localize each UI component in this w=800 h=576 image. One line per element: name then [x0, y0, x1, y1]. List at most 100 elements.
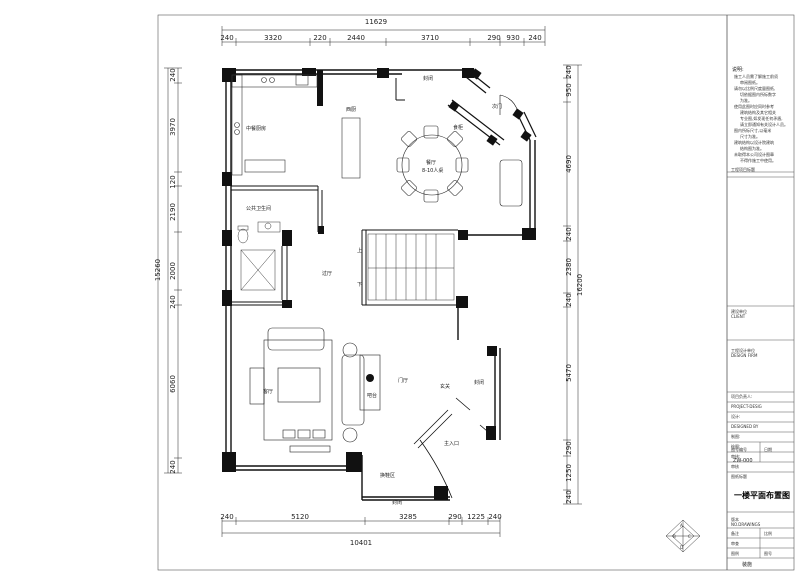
right-dim-8: 290: [565, 441, 573, 454]
bottom-dim-4: 290: [448, 513, 461, 521]
title-block: 说明: 施工人员需了解施工前须 审阅图纸。 请勿以比例尺度量图纸, 切依据图内所…: [727, 66, 794, 568]
footer-legend: 图例: [731, 550, 739, 556]
bay-window: [447, 71, 537, 146]
label-bottom-cabinet: 封闭: [392, 499, 402, 506]
label-dining: 餐厅: [426, 159, 436, 166]
left-dim-8: 240: [169, 460, 177, 473]
left-dimension-chain: [164, 67, 182, 474]
room-labels: 中餐厨房 西厨 封闭 餐厅 8-10人桌 食柜 次门 公共卫生间 过厅 上 下 …: [246, 75, 502, 506]
right-dimension-chain: [563, 64, 582, 505]
living-furniture: [249, 327, 381, 453]
bottom-dim-2: 5120: [291, 513, 309, 521]
bottom-dim-1: 240: [220, 513, 233, 521]
top-segment-labels: 240 3320 220 2440 3710 290 930 240: [220, 34, 541, 42]
label-dining-capacity: 8-10人桌: [422, 167, 443, 174]
date-label: 日期: [764, 446, 772, 452]
compass-label-a: A: [680, 523, 683, 528]
row-drafter: 制图:: [731, 433, 740, 439]
notes-heading: 说明:: [732, 66, 744, 73]
bottom-dim-6: 240: [488, 513, 501, 521]
design-unit-en: DESIGN FIRM: [731, 353, 758, 358]
note-line-12: 建筑结构以设计院建筑: [734, 139, 774, 145]
note-line-6: 使用此图时应同时参考: [734, 103, 774, 109]
interior-walls: [231, 78, 458, 306]
label-kitchen: 中餐厨房: [246, 125, 266, 132]
row-project-lead: 项目负责人:: [731, 393, 752, 399]
bottom-overall-dimension: 10401: [350, 539, 372, 547]
footer-construction: 装施: [742, 561, 752, 568]
label-stair-down: 下: [357, 282, 362, 288]
toilet-fixtures: [237, 221, 281, 244]
footer-version: 版本: [731, 516, 739, 522]
right-dim-9: 1250: [565, 464, 573, 482]
note-line-11: 尺寸为准。: [740, 133, 760, 139]
sheet-border: [157, 14, 795, 571]
note-line-3: 请勿以比例尺度量图纸,: [734, 85, 775, 91]
row-drawing: 绘图:: [731, 443, 740, 449]
right-dim-1: 240: [565, 65, 573, 78]
left-dim-1: 240: [169, 68, 177, 81]
top-dim-5: 3710: [421, 34, 439, 42]
bottom-dim-5: 1225: [467, 513, 485, 521]
left-dim-7: 6060: [169, 375, 177, 393]
kitchen-counters: [231, 74, 361, 179]
staircase: [367, 233, 455, 301]
footer-drawing-no: 图号: [764, 550, 772, 556]
drawing-no-label: 图号编号: [731, 446, 747, 452]
footer-remark: 备注: [731, 530, 739, 536]
label-main-entry: 主入口: [444, 440, 459, 447]
label-west-kitchen: 西厨: [346, 107, 356, 113]
left-dim-3: 120: [169, 175, 177, 188]
row-reviewer: 审核:: [731, 453, 740, 459]
note-line-2: 审阅图纸。: [740, 79, 760, 85]
left-dim-5: 2000: [169, 262, 177, 280]
note-line-5: 为准。: [740, 97, 752, 103]
construction-unit-label: 建设单位: [731, 308, 747, 314]
left-segment-labels: 240 3970 120 2190 2000 240 6060 240: [169, 68, 177, 473]
top-dim-8: 240: [528, 34, 541, 42]
top-dim-3: 220: [313, 34, 326, 42]
structural-columns: [222, 68, 536, 500]
row-designer-en: DESIGNED BY: [731, 424, 759, 429]
top-dim-4: 2440: [347, 34, 365, 42]
row-designer: 设计:: [731, 413, 740, 419]
label-toilet: 公共卫生间: [246, 205, 271, 212]
note-line-7: 建筑结构及其它相关: [740, 109, 776, 115]
label-side-door: 次门: [492, 103, 502, 110]
note-line-13: 结构图为准。: [740, 145, 764, 151]
label-shoe-area: 换鞋区: [380, 472, 395, 479]
bottom-segment-labels: 240 5120 3285 290 1225 240: [220, 513, 501, 521]
sheet-title: 一楼平面布置图: [734, 490, 790, 500]
note-line-14: 未取得本公司设计图章: [734, 151, 774, 157]
top-overall-dimension: 11629: [365, 18, 387, 26]
left-dim-2: 3970: [169, 118, 177, 136]
left-overall-dimension: 15260: [154, 259, 162, 281]
right-dim-7: 5470: [565, 364, 573, 382]
label-living: 客厅: [263, 388, 273, 395]
compass-label-d: D: [680, 545, 683, 550]
right-dim-10: 240: [565, 490, 573, 503]
right-dim-3: 4690: [565, 155, 573, 173]
main-entry-door: [413, 397, 495, 499]
dining-table: [396, 125, 523, 207]
footer-review: 审查: [731, 540, 739, 546]
right-dim-6: 240: [565, 293, 573, 306]
label-right-cabinet: 封闭: [474, 379, 484, 386]
note-line-8: 专业图,如发现任何矛盾,: [740, 115, 783, 121]
right-dim-4: 240: [565, 227, 573, 240]
elevator: [240, 249, 276, 291]
side-door: [499, 94, 519, 115]
top-dim-7: 930: [506, 34, 519, 42]
compass-label-b: B: [673, 534, 676, 539]
label-stair-up: 上: [357, 247, 362, 254]
note-line-1: 施工人员需了解施工前须: [734, 73, 778, 79]
note-line-10: 图内所标尺寸,以毫米: [734, 127, 771, 133]
sheet-title-label: 图纸标题: [731, 473, 747, 479]
right-dim-5: 2380: [565, 258, 573, 276]
top-dim-1: 240: [220, 34, 233, 42]
top-dim-6: 290: [487, 34, 500, 42]
compass-icon: [665, 519, 701, 553]
note-line-4: 切依据图内所标数字: [740, 91, 776, 97]
note-line-15: 不得作施工中使用。: [740, 157, 776, 163]
